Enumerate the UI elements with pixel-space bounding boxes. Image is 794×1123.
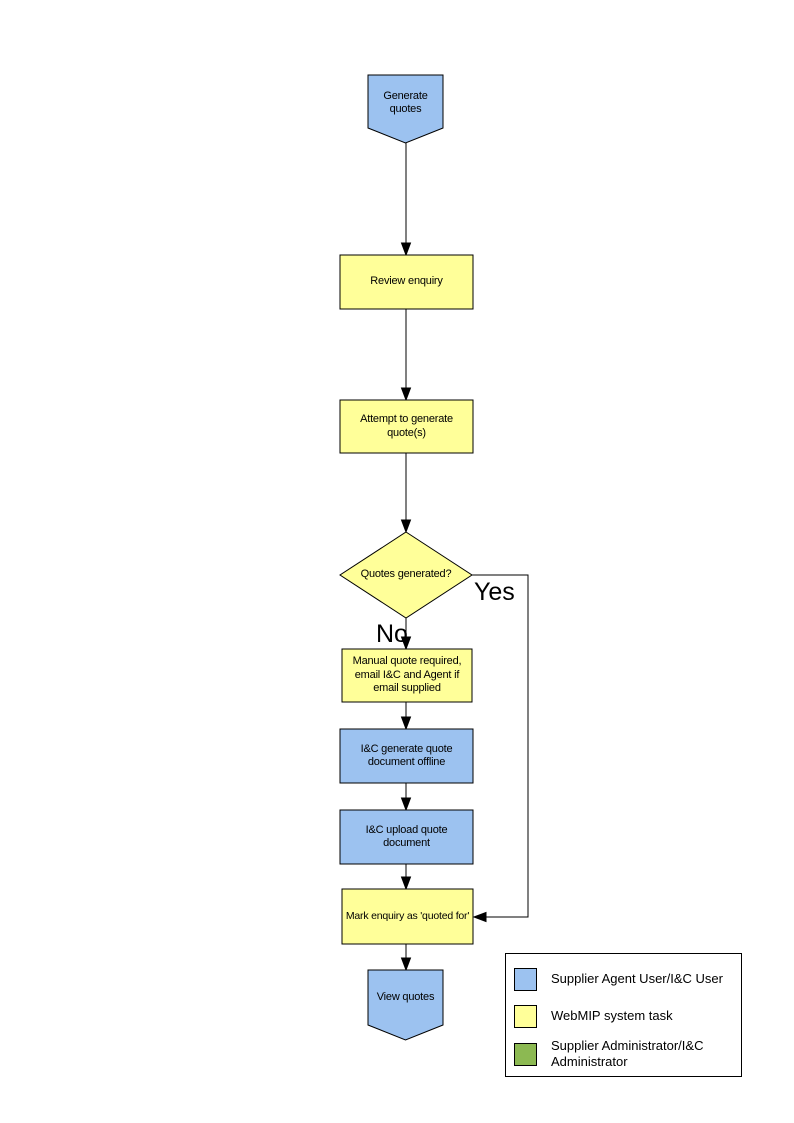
edge-upload-mark — [400, 864, 412, 891]
legend-item-supplier-agent: Supplier Agent User/I&C User — [514, 968, 741, 991]
edge-decision-mark-yes — [472, 574, 529, 923]
node-upload-shape — [339, 809, 474, 865]
node-generate-offline-shape — [339, 728, 474, 784]
legend-label: Supplier Administrator/I&C Administrator — [551, 1038, 704, 1070]
node-review-shape — [339, 254, 474, 310]
edge-start-review — [400, 143, 412, 257]
legend-item-webmip-task: WebMIP system task — [514, 1005, 741, 1028]
node-manual-shape — [341, 648, 473, 703]
arrowhead-down-icon — [400, 957, 412, 972]
legend-box: Supplier Agent User/I&C User WebMIP syst… — [505, 953, 742, 1077]
edge-label-no: No — [376, 620, 408, 648]
arrowhead-down-icon — [400, 797, 412, 812]
node-end-label: View quotes — [376, 991, 435, 1004]
node-generate-offline-label: I&C generate quote document offline — [360, 742, 453, 768]
edge-label-yes: Yes — [474, 578, 515, 606]
edge-review-attempt — [400, 309, 412, 402]
node-attempt-shape — [339, 399, 474, 454]
node-mark-label: Mark enquiry as 'quoted for' — [345, 910, 470, 923]
legend-item-supplier-admin: Supplier Administrator/I&C Administrator — [514, 1038, 741, 1071]
connectors — [400, 143, 529, 972]
arrowhead-down-icon — [400, 876, 412, 891]
edge-attempt-decision — [400, 453, 412, 534]
edge-manual-generate — [400, 702, 412, 731]
node-mark-shape — [341, 888, 474, 945]
legend-label: Supplier Agent User/I&C User — [551, 971, 723, 987]
arrowhead-left-icon — [472, 911, 487, 923]
node-decision-shape — [339, 531, 473, 619]
arrowhead-down-icon — [400, 242, 412, 257]
node-decision-label: Quotes generated? — [360, 568, 452, 581]
arrowhead-down-icon — [400, 716, 412, 731]
node-attempt-label: Attempt to generate quote(s) — [360, 413, 453, 439]
arrowhead-down-icon — [400, 519, 412, 534]
node-start-shape — [367, 74, 444, 144]
node-upload-label: I&C upload quote document — [365, 823, 448, 849]
node-end-shape — [367, 969, 444, 1041]
arrowhead-down-icon — [400, 636, 412, 651]
edge-mark-end — [400, 944, 412, 972]
legend-swatch-blue — [514, 968, 537, 991]
arrowhead-down-icon — [400, 387, 412, 402]
node-manual-label: Manual quote required, email I&C and Age… — [352, 655, 462, 695]
legend-swatch-yellow — [514, 1005, 537, 1028]
node-review-label: Review enquiry — [370, 275, 443, 288]
legend-swatch-green — [514, 1042, 537, 1066]
edge-generate-upload — [400, 783, 412, 812]
edge-decision-manual-no — [400, 618, 412, 651]
node-start-label: Generate quotes — [383, 89, 428, 115]
legend-label: WebMIP system task — [551, 1008, 673, 1024]
